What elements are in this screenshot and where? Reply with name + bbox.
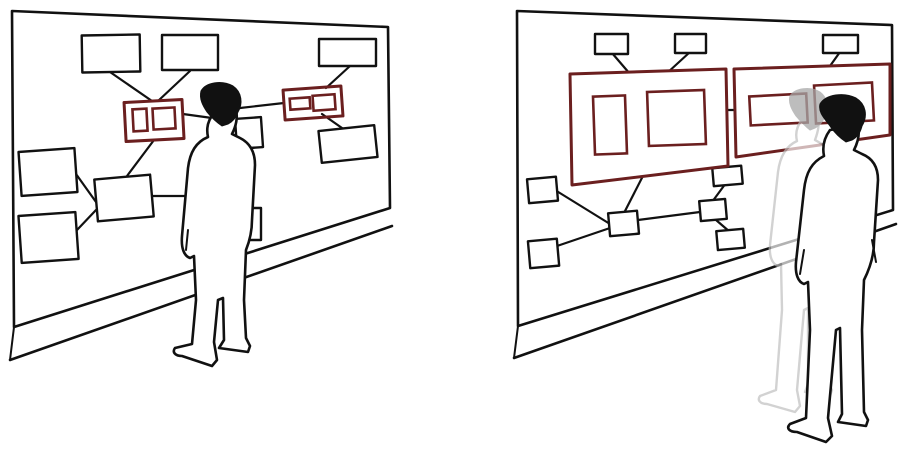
right-node <box>715 227 747 252</box>
right-node <box>821 33 860 55</box>
right-floor-edge <box>513 325 519 359</box>
right-node <box>697 197 729 223</box>
right-panel <box>512 9 898 444</box>
right-highlight-cluster-a <box>568 67 730 187</box>
left-panel <box>8 9 394 368</box>
left-node <box>80 33 142 74</box>
left-node <box>160 33 220 72</box>
right-node <box>526 237 561 270</box>
right-user-figure <box>786 94 880 444</box>
right-node <box>525 175 560 205</box>
left-floor-edge <box>9 326 15 361</box>
right-node <box>593 32 630 56</box>
right-node <box>673 32 708 55</box>
left-node <box>317 123 379 165</box>
left-node <box>17 210 80 265</box>
right-node <box>606 209 641 238</box>
left-node <box>17 146 79 198</box>
left-node <box>317 37 378 68</box>
left-highlight-cluster-a <box>122 98 186 143</box>
left-highlight-cluster-b <box>281 84 345 122</box>
left-node <box>93 173 155 223</box>
left-user-figure <box>172 82 257 368</box>
